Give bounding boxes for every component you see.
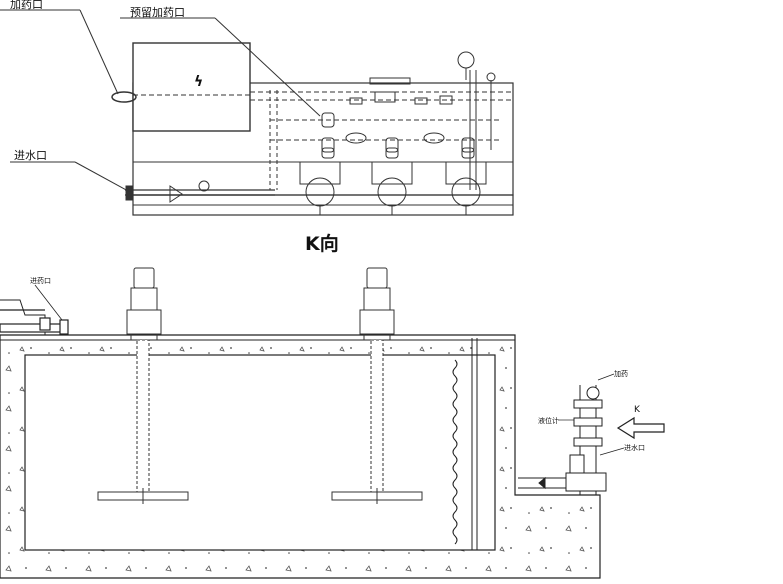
skid-frame (132, 82, 514, 196)
pump-unit-1 (299, 161, 341, 215)
valve-icon (385, 137, 475, 159)
motor-icon (366, 267, 388, 289)
label-water-inlet-right: 进水口 (624, 443, 645, 452)
label-dosing-inlet: 加药口 (10, 0, 43, 11)
dosing-inlet-port (111, 91, 137, 103)
bottom-section-view (0, 284, 601, 579)
pump-unit-2 (371, 161, 413, 215)
section-title: K向 (305, 232, 339, 255)
arrow-left-icon (616, 416, 665, 440)
level-gauge-chain (452, 338, 478, 550)
dosing-tank (132, 42, 251, 132)
label-dosing-right: 加药 (614, 369, 628, 378)
top-elevation-view (0, 9, 514, 216)
valve-icon (321, 112, 335, 159)
agitator-1 (97, 267, 189, 504)
tank-symbol: ϟ (194, 74, 203, 90)
inlet-gauge (198, 180, 210, 192)
side-dosing-column (518, 385, 607, 495)
label-inlet-left: 进药口 (30, 276, 51, 285)
pressure-gauge (457, 51, 475, 69)
motor-icon (133, 267, 155, 289)
pump-unit-3 (445, 161, 487, 215)
label-view-k: K (634, 405, 641, 415)
tank-void (24, 354, 496, 551)
label-level-gauge: 液位计 (538, 416, 559, 425)
label-water-inlet: 进水口 (14, 149, 47, 162)
label-reserved-dosing-inlet: 预留加药口 (130, 6, 185, 19)
agitator-2 (331, 267, 423, 504)
